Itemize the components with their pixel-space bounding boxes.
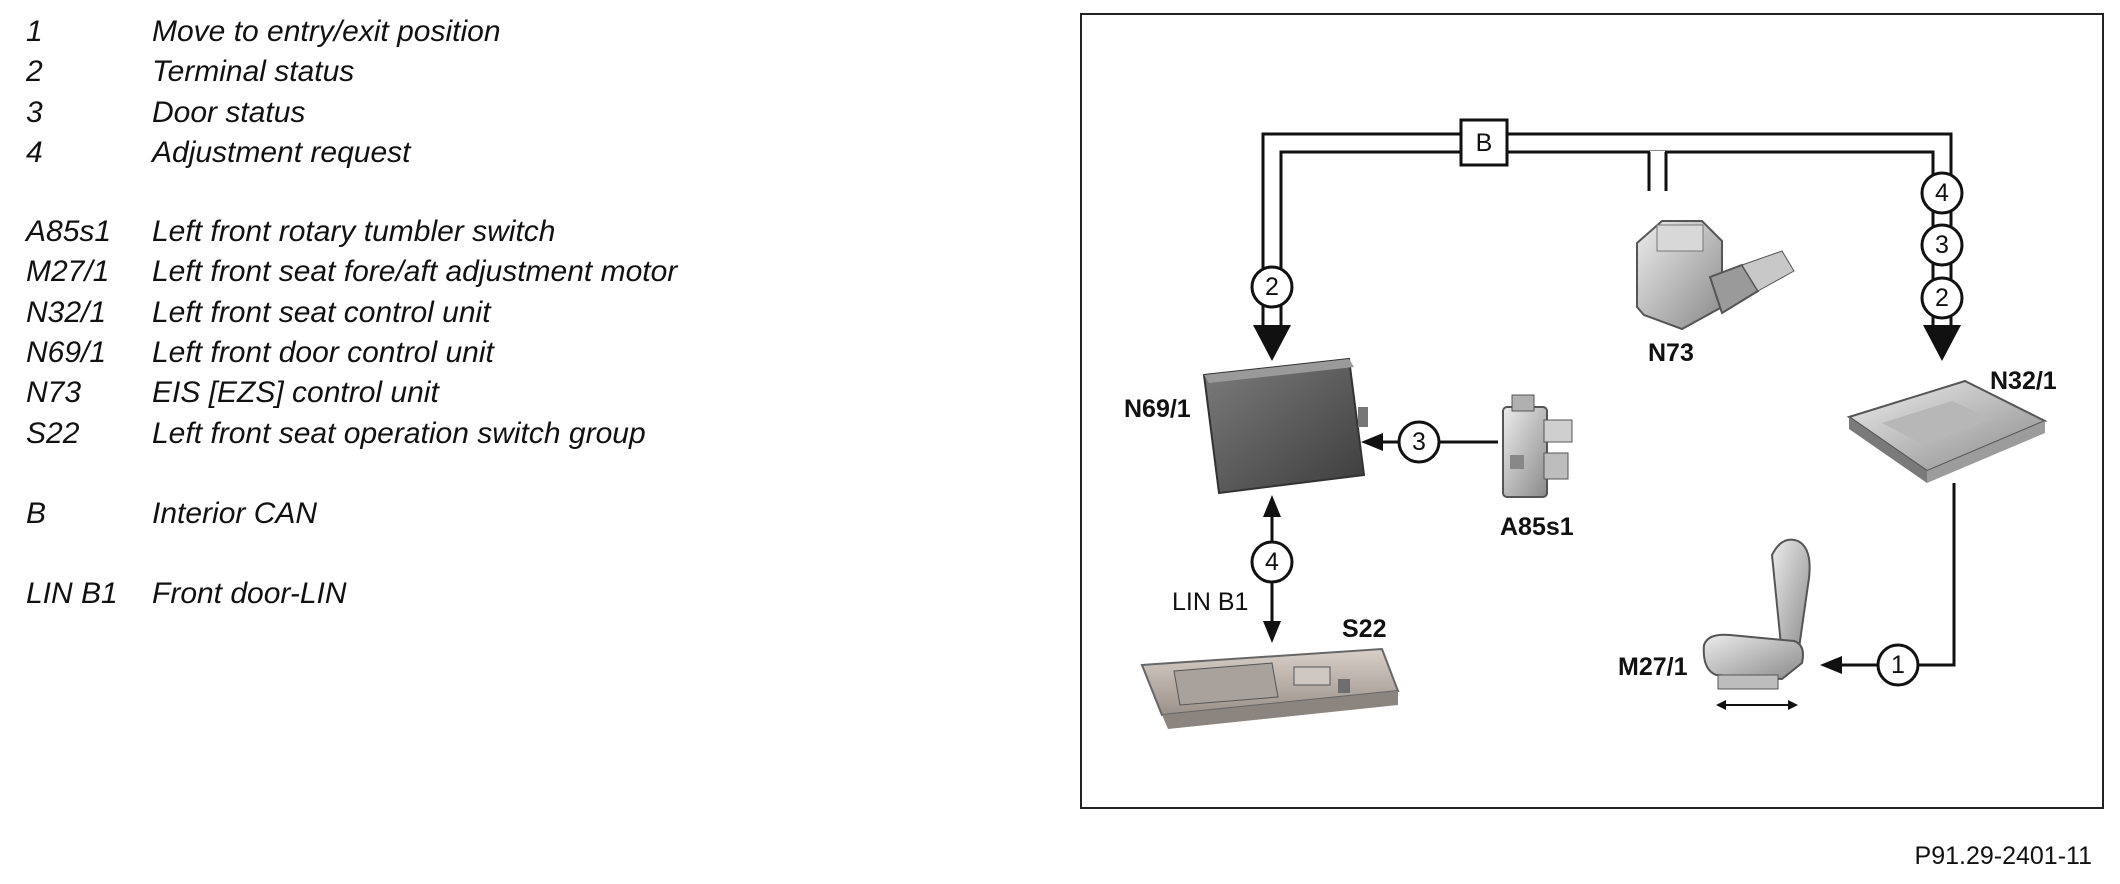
- legend-text: Left front seat operation switch group: [152, 416, 646, 450]
- m27-1-seat-adjustment-motor: [1702, 538, 1811, 690]
- legend-code: M27/1: [26, 255, 110, 289]
- bus-b-label: B: [1476, 129, 1493, 157]
- legend-item: LIN B1 Front door-LIN: [26, 574, 677, 614]
- legend-code: 4: [26, 135, 43, 169]
- legend-code: S22: [26, 416, 80, 450]
- n32-1-seat-control-unit: [1846, 379, 2048, 483]
- signal-marker-label: 3: [1935, 231, 1949, 259]
- legend-text: Interior CAN: [152, 496, 318, 530]
- arrowhead-to-n69-1: [1253, 325, 1291, 361]
- n32-1-label: N32/1: [1990, 367, 2057, 395]
- legend-code: N32/1: [26, 295, 107, 329]
- legend-item: 4 Adjustment request: [26, 133, 677, 173]
- legend-text: Left front rotary tumbler switch: [152, 215, 556, 249]
- legend-item: M27/1 Left front seat fore/aft adjustmen…: [26, 252, 677, 292]
- diagram-canvas: B 2 4 3 2 N69/1: [1124, 118, 2057, 729]
- n73-label: N73: [1648, 339, 1694, 367]
- legend-item: N73 EIS [EZS] control unit: [26, 373, 677, 413]
- signal-marker: 3: [1397, 420, 1441, 464]
- legend-code: B: [26, 496, 47, 530]
- n73-bus-stub: [1647, 151, 1668, 191]
- signal-marker-label: 2: [1935, 284, 1949, 312]
- legend-text: Front door-LIN: [152, 577, 347, 611]
- signal-marker-label: 4: [1935, 179, 1949, 207]
- signal-marker: 1: [1876, 643, 1920, 687]
- legend-text: Left front seat control unit: [152, 295, 491, 329]
- legend-item: B Interior CAN: [26, 494, 677, 534]
- lin-b1-label: LIN B1: [1172, 588, 1248, 616]
- signal-marker-label: 4: [1265, 548, 1279, 576]
- seat-motor-link: [1820, 483, 1956, 674]
- m27-1-label: M27/1: [1618, 653, 1688, 681]
- signal-marker: 4: [1920, 171, 1964, 215]
- fore-aft-arrow: [1716, 700, 1798, 710]
- legend-item: 2 Terminal status: [26, 52, 677, 92]
- legend-item: A85s1 Left front rotary tumbler switch: [26, 212, 677, 252]
- legend-text: Adjustment request: [152, 135, 411, 169]
- legend-item: 3 Door status: [26, 93, 677, 133]
- signal-marker: 3: [1920, 223, 1964, 267]
- can-bus-b: [1261, 132, 1953, 325]
- n73-eis-control-unit: [1636, 220, 1795, 331]
- legend-text: Terminal status: [152, 55, 355, 89]
- n69-1-door-control-unit: [1202, 357, 1368, 495]
- signal-marker-label: 2: [1265, 273, 1279, 301]
- signal-marker: 2: [1920, 276, 1964, 320]
- legend-code: A85s1: [26, 215, 112, 249]
- a85s1-rotary-tumbler-switch: [1502, 394, 1573, 498]
- legend: 1 Move to entry/exit position 2 Terminal…: [26, 12, 677, 615]
- legend-item: 1 Move to entry/exit position: [26, 12, 677, 52]
- legend-code: 2: [26, 55, 43, 89]
- signal-marker: 4: [1250, 540, 1294, 584]
- legend-text: Door status: [152, 95, 306, 129]
- s22-label: S22: [1342, 615, 1386, 643]
- signal-marker-label: 1: [1891, 651, 1905, 679]
- network-diagram: B 2 4 3 2 N69/1: [1080, 13, 2104, 809]
- legend-text: Left front door control unit: [152, 336, 494, 370]
- legend-code: N73: [26, 376, 82, 410]
- legend-code: 3: [26, 95, 43, 129]
- legend-text: Left front seat fore/aft adjustment moto…: [152, 255, 678, 289]
- figure-id: P91.29-2401-11: [1914, 842, 2092, 870]
- legend-code: N69/1: [26, 336, 107, 370]
- legend-text: EIS [EZS] control unit: [152, 376, 439, 410]
- bus-b-box: [1459, 118, 1509, 167]
- legend-text: Move to entry/exit position: [152, 15, 501, 48]
- legend-item: N69/1 Left front door control unit: [26, 333, 677, 373]
- legend-item: N32/1 Left front seat control unit: [26, 293, 677, 333]
- s22-seat-switch-group: [1140, 647, 1400, 729]
- legend-code: 1: [26, 15, 43, 48]
- a85s1-label: A85s1: [1500, 513, 1574, 541]
- legend-code: LIN B1: [26, 577, 118, 611]
- n69-1-label: N69/1: [1124, 395, 1191, 423]
- arrowhead-to-n32-1: [1923, 325, 1961, 361]
- legend-item: S22 Left front seat operation switch gro…: [26, 414, 677, 454]
- signal-marker-label: 3: [1412, 428, 1426, 456]
- signal-marker: 2: [1250, 265, 1294, 309]
